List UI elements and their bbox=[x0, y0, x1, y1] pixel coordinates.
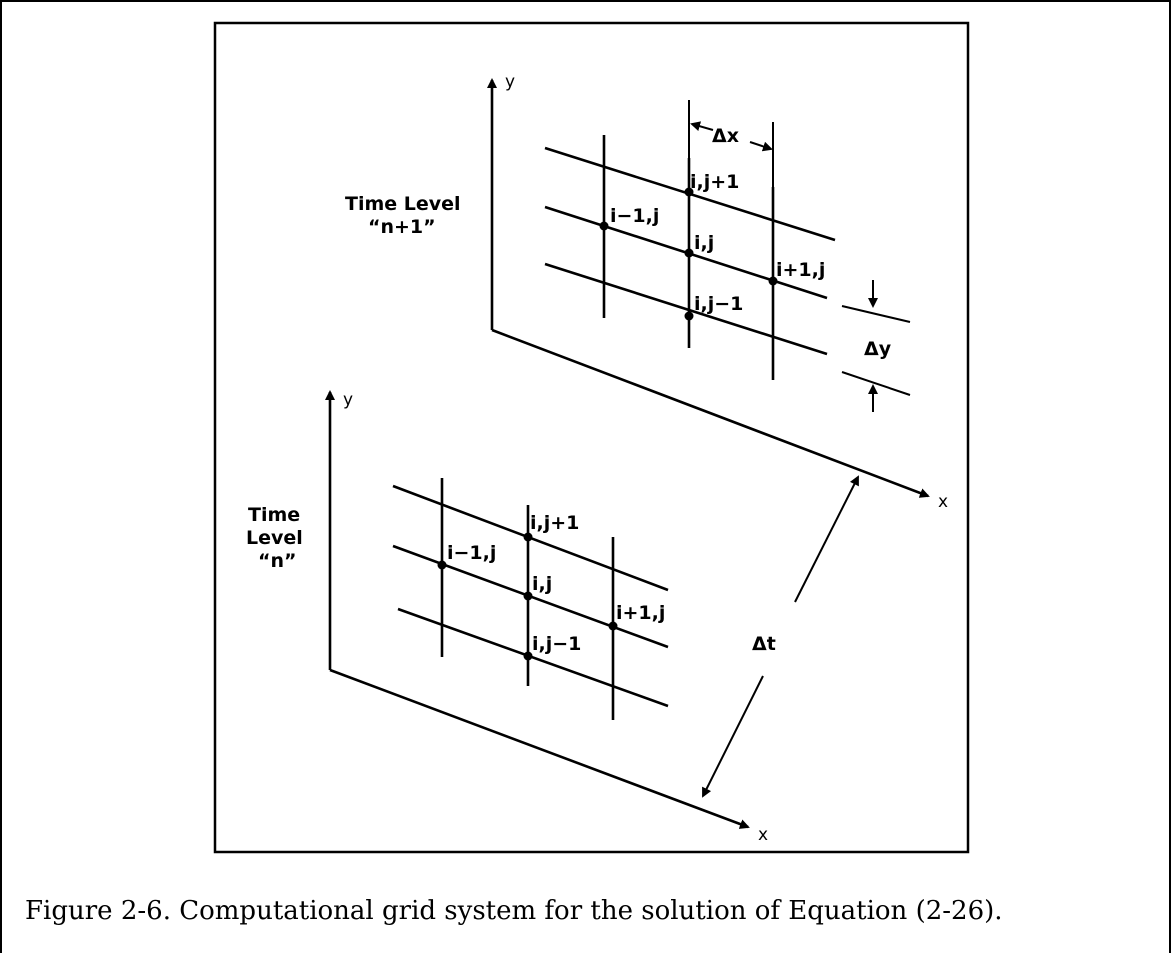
upper-label-right: i+1,j bbox=[776, 259, 825, 281]
upper-node-bottom bbox=[684, 311, 694, 321]
dt-arrow-up bbox=[794, 475, 859, 603]
upper-grid-line-bottom bbox=[544, 262, 828, 356]
upper-x-axis-label: x bbox=[938, 492, 948, 512]
lower-time-level-line2: Level bbox=[246, 527, 303, 549]
upper-label-top: i,j+1 bbox=[690, 171, 739, 193]
lower-node-top bbox=[523, 532, 533, 542]
lower-label-center: i,j bbox=[532, 573, 552, 595]
upper-node-left bbox=[599, 221, 609, 231]
lower-node-center bbox=[523, 591, 533, 601]
figure-frame bbox=[213, 21, 970, 854]
lower-x-axis bbox=[329, 668, 750, 829]
upper-label-center: i,j bbox=[694, 232, 714, 254]
dx-arrow-right bbox=[749, 141, 773, 152]
lower-label-left: i−1,j bbox=[447, 542, 496, 564]
upper-label-left: i−1,j bbox=[610, 205, 659, 227]
lower-grid: y x i,j+1 i−1,j i,j i+1,j i,j−1 Time Lev… bbox=[246, 390, 768, 845]
figure-caption: Figure 2-6. Computational grid system fo… bbox=[25, 896, 1003, 926]
lower-label-right: i+1,j bbox=[616, 602, 665, 624]
upper-y-axis-label: y bbox=[505, 72, 515, 92]
lower-label-top: i,j+1 bbox=[530, 512, 579, 534]
lower-time-level-line1: Time bbox=[248, 504, 300, 526]
lower-node-bottom bbox=[523, 651, 533, 661]
dt-dimension: Δt bbox=[702, 475, 859, 798]
upper-x-axis bbox=[491, 328, 930, 498]
lower-time-level-line3: “n” bbox=[258, 550, 297, 572]
upper-node-right bbox=[768, 276, 778, 286]
lower-x-axis-label: x bbox=[758, 825, 768, 845]
dy-extension-bottom bbox=[841, 371, 911, 396]
dy-extension-top bbox=[841, 305, 911, 323]
lower-node-left bbox=[437, 560, 447, 570]
dt-arrow-down bbox=[702, 675, 764, 798]
dx-label: Δx bbox=[712, 125, 739, 147]
dy-label: Δy bbox=[864, 338, 892, 360]
upper-node-top bbox=[684, 187, 694, 197]
upper-time-level-line1: Time Level bbox=[345, 193, 461, 215]
lower-y-axis-label: y bbox=[343, 390, 353, 410]
upper-label-bottom: i,j−1 bbox=[694, 293, 743, 315]
upper-time-level-line2: “n+1” bbox=[368, 216, 436, 238]
lower-node-right bbox=[608, 621, 618, 631]
dt-label: Δt bbox=[752, 633, 776, 655]
upper-node-center bbox=[684, 248, 694, 258]
dx-arrow-left bbox=[690, 121, 714, 132]
upper-grid: y x i,j+1 i−1,j i,j i+1,j i,j−1 Δx Δy bbox=[345, 72, 948, 512]
lower-label-bottom: i,j−1 bbox=[532, 633, 581, 655]
